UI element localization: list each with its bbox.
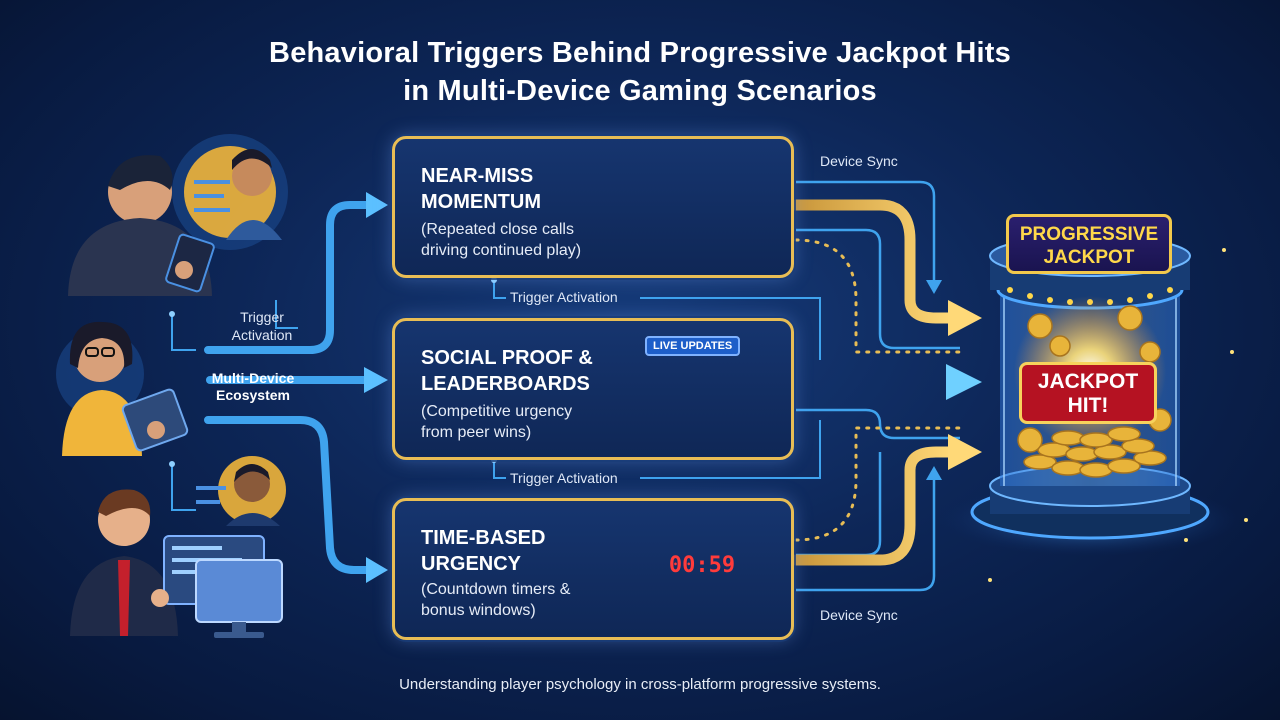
title-line-1: Behavioral Triggers Behind Progressive J… — [269, 37, 1011, 69]
card-heading: TIME-BASED URGENCY — [421, 527, 546, 575]
left-connectors — [171, 300, 298, 511]
person-with-tablet-illustration — [68, 134, 288, 296]
progressive-jackpot-sign: PROGRESSIVE JACKPOT — [1006, 214, 1172, 274]
page-title: Behavioral Triggers Behind Progressive J… — [0, 34, 1280, 110]
right-blue-lines — [796, 180, 960, 592]
trigger-activation-label-top: Trigger Activation — [510, 289, 618, 305]
mid-connectors — [493, 280, 821, 479]
card-heading: NEAR-MISS MOMENTUM — [421, 165, 541, 213]
card-description: (Competitive urgency from peer wins) — [421, 403, 573, 441]
live-updates-badge: LIVE UPDATES — [645, 336, 741, 356]
arrow-head-middle — [364, 367, 388, 393]
gold-arrow-head-top — [948, 300, 982, 336]
card-description: (Repeated close calls driving continued … — [421, 221, 582, 259]
timer-display: 00:59 — [668, 553, 736, 578]
man-at-desktop-illustration — [70, 456, 286, 638]
gold-arrows — [790, 199, 958, 566]
woman-with-tablet-illustration — [56, 321, 189, 456]
trigger-activation-label-bottom: Trigger Activation — [510, 470, 618, 486]
device-sync-label-bottom: Device Sync — [820, 607, 898, 623]
card-social-proof: SOCIAL PROOF & LEADERBOARDS (Competitive… — [392, 318, 794, 460]
title-line-2: in Multi-Device Gaming Scenarios — [403, 75, 877, 107]
footer-caption: Understanding player psychology in cross… — [399, 676, 881, 693]
trigger-activation-label-left: Trigger Activation — [231, 309, 293, 343]
device-sync-label-top: Device Sync — [820, 153, 898, 169]
arrow-head-bottom — [366, 557, 388, 583]
card-description: (Countdown timers & bonus windows) — [421, 581, 571, 619]
card-near-miss: NEAR-MISS MOMENTUM (Repeated close calls… — [392, 136, 794, 278]
multi-device-ecosystem-label: Multi-Device Ecosystem — [211, 370, 295, 403]
gold-arrow-head-bottom — [948, 434, 982, 470]
blue-arrows — [204, 201, 374, 574]
jackpot-hit-badge: JACKPOT HIT! — [1019, 362, 1157, 424]
card-time-urgency: TIME-BASED URGENCY (Countdown timers & b… — [392, 498, 794, 640]
arrow-head-top — [366, 192, 388, 218]
card-heading: SOCIAL PROOF & LEADERBOARDS — [421, 347, 593, 395]
